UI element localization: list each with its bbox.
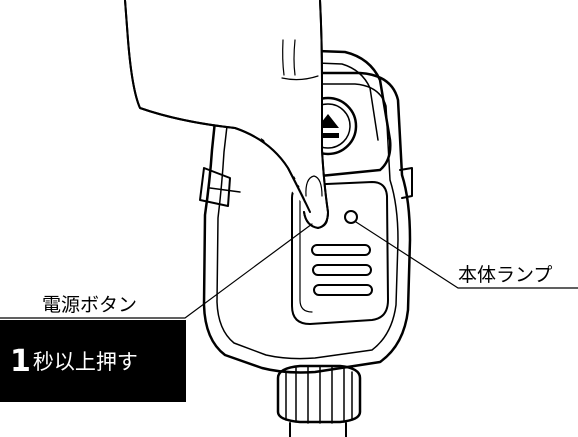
power-button-label: 電源ボタン: [42, 294, 138, 316]
instruction-number: 1: [10, 343, 31, 379]
body-lamp-label: 本体ランプ: [458, 264, 553, 286]
power-button-leader: [0, 223, 313, 319]
finger: [124, 0, 329, 229]
grille-slot: [311, 244, 371, 256]
eject-icon: [317, 114, 339, 138]
instruction-text: 秒以上押す: [32, 350, 138, 374]
bottom-knob: [276, 364, 362, 437]
body-lamp-leader: [355, 221, 578, 289]
grille-slot: [313, 284, 373, 296]
grille-slot: [312, 264, 372, 276]
instruction-box: 1 秒以上押す: [0, 320, 186, 402]
device-housing: [199, 71, 413, 374]
body-lamp: [344, 210, 358, 224]
